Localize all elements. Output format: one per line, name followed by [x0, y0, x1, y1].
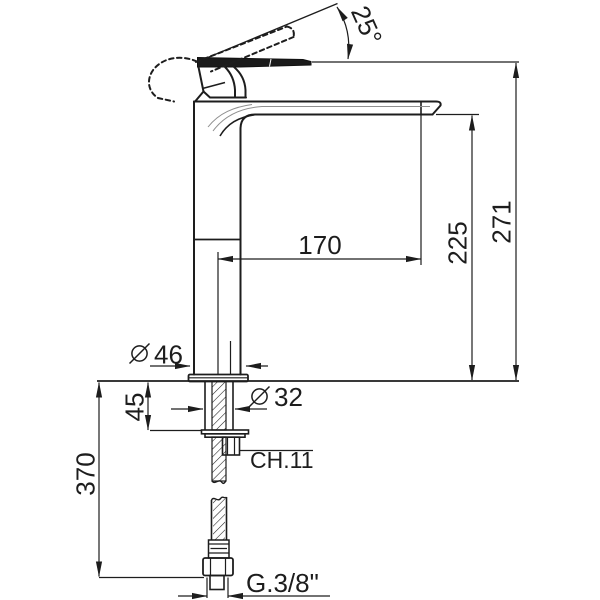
label-base-diameter: 46 [154, 340, 183, 370]
handle-lever [197, 56, 312, 68]
break-line-upper [211, 480, 227, 485]
diameter-icon [248, 385, 271, 408]
dim-deck-clearance: 45 [120, 382, 202, 432]
diameter-slash [248, 385, 271, 408]
handle-lever-notch [269, 58, 272, 67]
threaded-rod-lower [211, 436, 227, 482]
dim-thread-size: G.3/8" [178, 568, 330, 600]
diameter-circle [251, 388, 268, 405]
label-deck-clearance: 45 [120, 393, 150, 422]
hose-hatch [213, 499, 225, 540]
diameter-icon [128, 342, 151, 365]
angle-reference-line [202, 2, 338, 61]
handle-base-joint [202, 81, 226, 90]
diameter-circle [131, 345, 148, 362]
fixing-nut-flats [226, 437, 236, 455]
label-under-counter-length: 370 [71, 452, 101, 495]
dim-under-counter-length: 370 [71, 382, 204, 579]
hex-nut-flats [209, 558, 227, 576]
handle [194, 56, 312, 102]
handle-base-step [194, 90, 205, 102]
hose-sides [210, 497, 228, 540]
handle-base-outline [197, 66, 247, 99]
break-line-lower [210, 496, 228, 501]
dim-total-height: 271 [487, 62, 520, 381]
handle-neck-inner [224, 66, 236, 99]
under-deck-assembly [200, 380, 250, 591]
spout-reflection-line [212, 106, 430, 132]
label-spout-height: 225 [443, 221, 473, 264]
dim-handle-angle: 25° [202, 1, 519, 63]
label-spout-reach: 170 [298, 230, 341, 260]
label-thread-size: G.3/8" [246, 568, 319, 598]
dim-shank-diameter: 32 [171, 382, 303, 413]
handle-neck-outer [233, 66, 247, 99]
diameter-slash [128, 342, 151, 365]
open-lever-tip [286, 25, 295, 38]
dim-spout-height: 225 [436, 113, 479, 381]
open-lever-bottom-edge [210, 36, 295, 73]
dim-base-diameter: 46 [128, 340, 268, 370]
angle-arc [336, 6, 354, 60]
dim-spout-reach: 170 [217, 115, 422, 265]
hose-fitting-ribs [208, 543, 229, 554]
shank-tube [204, 381, 234, 430]
spout-top-edge [193, 100, 442, 116]
thread-tip [209, 574, 225, 591]
label-shank-diameter: 32 [274, 382, 303, 412]
threaded-rod-upper [211, 380, 227, 431]
label-total-height: 271 [487, 200, 517, 243]
label-handle-angle: 25° [345, 1, 388, 49]
spout-inner-curve [219, 113, 257, 137]
hex-nut [202, 557, 234, 577]
open-handle-body [147, 56, 198, 103]
dim-wrench-size: CH.11 [240, 447, 314, 473]
label-wrench-size: CH.11 [250, 447, 314, 473]
spout-reflection-curve [207, 104, 253, 128]
